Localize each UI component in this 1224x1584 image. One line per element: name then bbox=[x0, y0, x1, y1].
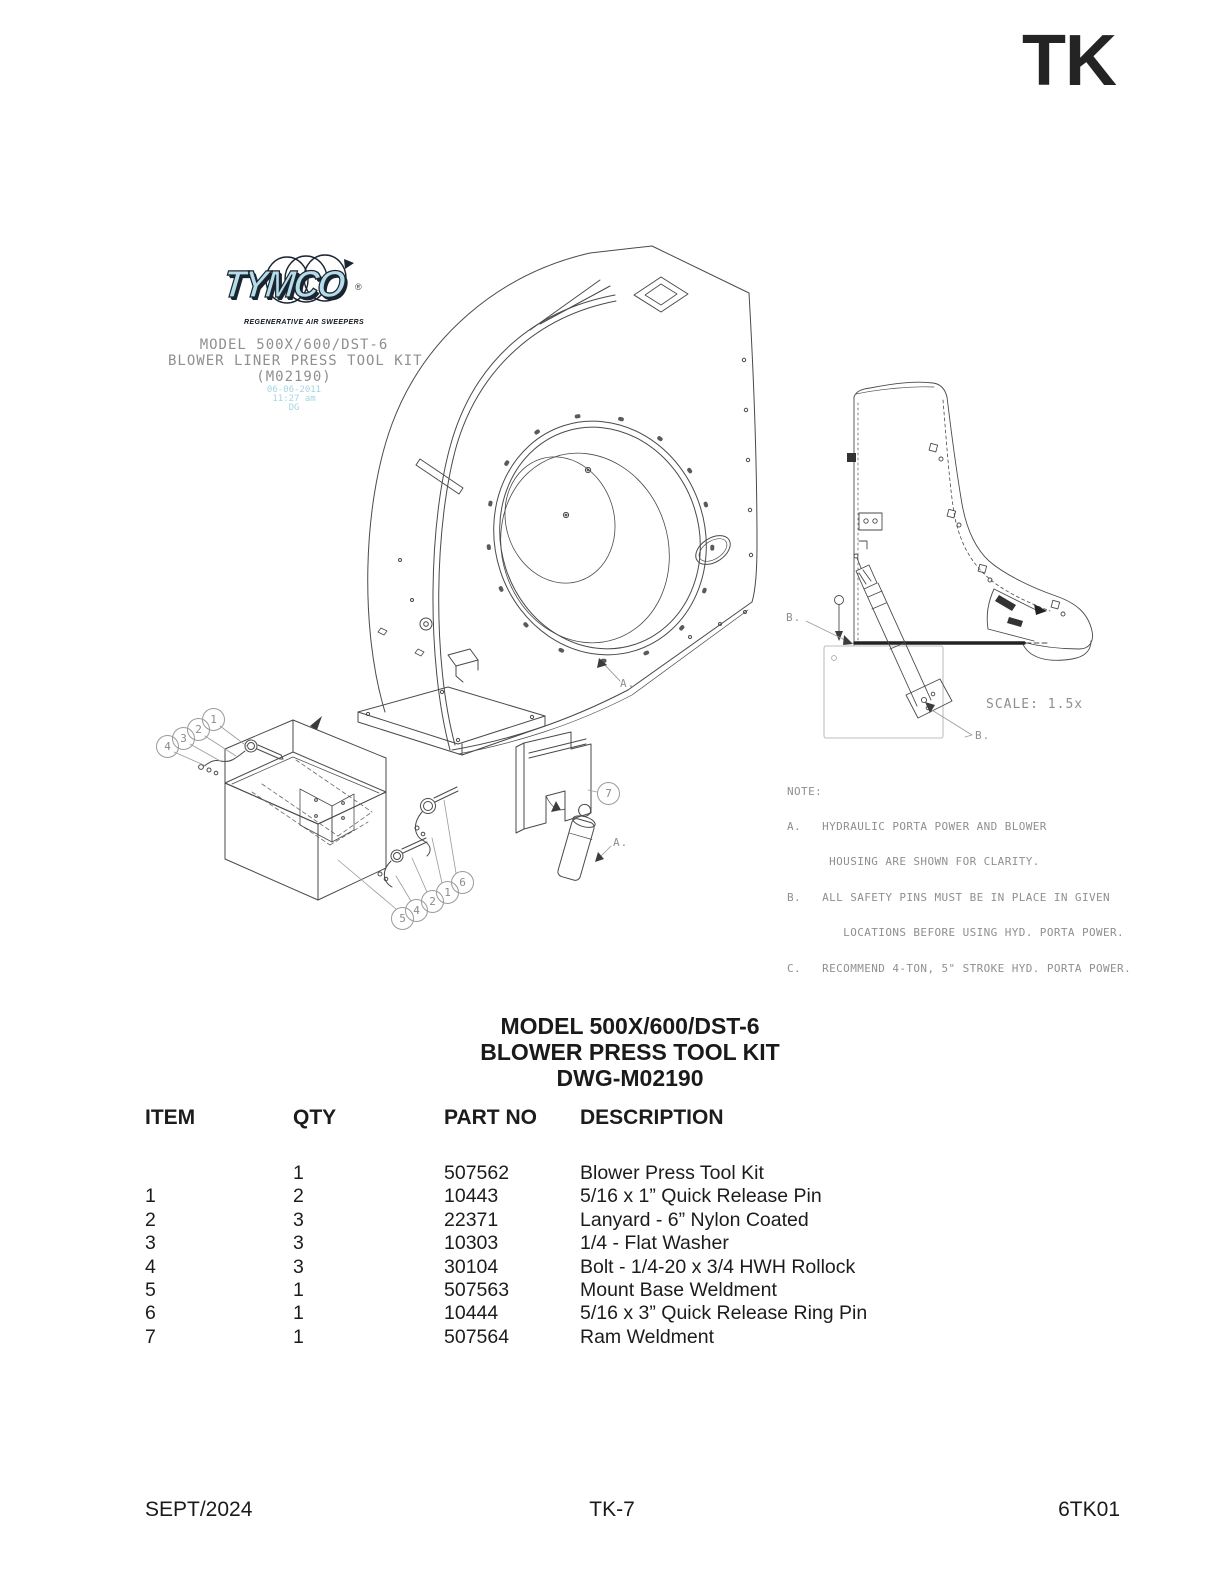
mount-base-drawing bbox=[173, 716, 459, 910]
tymco-logo: TYMCO ® REGENERATIVE AIR SWEEPERS bbox=[221, 250, 368, 334]
label-a-housing: A. bbox=[620, 677, 636, 690]
drawing-stamp: MODEL 500X/600/DST-6 BLOWER LINER PRESS … bbox=[168, 337, 423, 413]
cell-item: 5 bbox=[145, 1279, 156, 1302]
cell-part-no: 507563 bbox=[444, 1279, 510, 1302]
note-line: LOCATIONS BEFORE USING HYD. PORTA POWER. bbox=[787, 926, 1125, 940]
cell-item: 3 bbox=[145, 1232, 156, 1255]
cell-qty: 3 bbox=[293, 1255, 304, 1278]
cell-qty: 1 bbox=[293, 1279, 304, 1302]
cell-part-no: 507564 bbox=[444, 1325, 510, 1348]
table-row: 1 507562 Blower Press Tool Kit bbox=[145, 1162, 1005, 1185]
label-b-bottom: B. bbox=[975, 729, 991, 742]
title-kit: BLOWER PRESS TOOL KIT bbox=[480, 1039, 780, 1065]
note-line: C. RECOMMEND 4-TON, 5" STROKE HYD. PORTA… bbox=[787, 961, 1132, 975]
table-row: 4 3 30104 Bolt - 1/4-20 x 3/4 HWH Rolloc… bbox=[145, 1256, 1005, 1279]
cell-description: Ram Weldment bbox=[580, 1325, 715, 1348]
note-line: HOUSING ARE SHOWN FOR CLARITY. bbox=[787, 855, 1040, 869]
cell-part-no: 10303 bbox=[444, 1232, 499, 1255]
cell-description: Lanyard - 6” Nylon Coated bbox=[580, 1208, 809, 1231]
stamp-time: 11:27 am bbox=[272, 394, 316, 404]
callout-4: 4 bbox=[156, 735, 179, 758]
col-qty: QTY bbox=[293, 1106, 337, 1129]
section-code: TK bbox=[1022, 21, 1117, 101]
cell-part-no: 10444 bbox=[444, 1302, 499, 1325]
cell-part-no: 22371 bbox=[444, 1208, 499, 1231]
parts-table-body: 1 507562 Blower Press Tool Kit 1 2 10443… bbox=[145, 1162, 1005, 1349]
stamp-date: 06-06-2011 bbox=[266, 385, 322, 395]
table-row: 1 2 10443 5/16 x 1” Quick Release Pin bbox=[145, 1185, 1005, 1208]
stamp-model: MODEL 500X/600/DST-6 bbox=[199, 337, 389, 353]
stamp-dwg-number: (M02190) bbox=[256, 369, 332, 385]
table-row: 6 1 10444 5/16 x 3” Quick Release Ring P… bbox=[145, 1302, 1005, 1325]
cell-description: Bolt - 1/4-20 x 3/4 HWH Rollock bbox=[580, 1255, 856, 1278]
parts-table-header: ITEM QTY PART NO DESCRIPTION bbox=[145, 1106, 1005, 1130]
cell-part-no: 10443 bbox=[444, 1185, 499, 1208]
cell-item: 2 bbox=[145, 1208, 156, 1231]
col-part-no: PART NO bbox=[444, 1106, 537, 1129]
title-model: MODEL 500X/600/DST-6 bbox=[500, 1013, 760, 1039]
tymco-wordmark: TYMCO bbox=[221, 263, 346, 306]
cell-qty: 3 bbox=[293, 1208, 304, 1231]
notes-title: NOTE: bbox=[787, 784, 823, 798]
col-description: DESCRIPTION bbox=[580, 1106, 724, 1129]
cell-item: 1 bbox=[145, 1185, 156, 1208]
cell-description: 5/16 x 3” Quick Release Ring Pin bbox=[580, 1302, 868, 1325]
cell-description: 5/16 x 1” Quick Release Pin bbox=[580, 1185, 822, 1208]
cell-part-no: 30104 bbox=[444, 1255, 499, 1278]
parts-table: ITEM QTY PART NO DESCRIPTION 1 507562 Bl… bbox=[145, 1106, 1005, 1349]
cell-qty: 1 bbox=[293, 1162, 304, 1184]
footer-page-number: TK-7 bbox=[589, 1498, 635, 1521]
table-row: 3 3 10303 1/4 - Flat Washer bbox=[145, 1232, 1005, 1255]
cell-qty: 3 bbox=[293, 1232, 304, 1255]
callout-5: 5 bbox=[391, 907, 414, 930]
callout-7: 7 bbox=[597, 782, 620, 805]
blower-housing-drawing bbox=[357, 245, 758, 756]
title-dwg: DWG-M02190 bbox=[556, 1065, 704, 1091]
note-line: A. HYDRAULIC PORTA POWER AND BLOWER bbox=[787, 819, 1047, 833]
cell-part-no: 507562 bbox=[444, 1162, 510, 1184]
stamp-kit-name: BLOWER LINER PRESS TOOL KIT bbox=[168, 353, 423, 369]
cell-description: Blower Press Tool Kit bbox=[580, 1162, 764, 1184]
scale-note: SCALE: 1.5x bbox=[986, 697, 1084, 712]
col-item: ITEM bbox=[145, 1106, 196, 1129]
logo-swirl bbox=[265, 254, 354, 304]
logo-tagline: REGENERATIVE AIR SWEEPERS bbox=[244, 319, 365, 326]
table-row: 7 1 507564 Ram Weldment bbox=[145, 1326, 1005, 1349]
footer-doc-code: 6TK01 bbox=[1058, 1498, 1120, 1521]
footer-date: SEPT/2024 bbox=[145, 1498, 253, 1521]
table-row: 5 1 507563 Mount Base Weldment bbox=[145, 1279, 1005, 1302]
registered-trademark-symbol: ® bbox=[355, 282, 362, 292]
cell-description: Mount Base Weldment bbox=[580, 1279, 777, 1302]
label-a-ram: A. bbox=[613, 836, 629, 849]
cell-item: 7 bbox=[145, 1325, 156, 1348]
note-line: B. ALL SAFETY PINS MUST BE IN PLACE IN G… bbox=[787, 890, 1111, 904]
label-b-top: B. bbox=[786, 611, 802, 624]
cell-item: 6 bbox=[145, 1302, 156, 1325]
title-block: MODEL 500X/600/DST-6 BLOWER PRESS TOOL K… bbox=[330, 1013, 930, 1091]
notes-block: NOTE: A. HYDRAULIC PORTA POWER AND BLOWE… bbox=[787, 762, 1131, 998]
cell-qty: 1 bbox=[293, 1325, 304, 1348]
stamp-initials: DG bbox=[288, 403, 300, 413]
cell-qty: 2 bbox=[293, 1185, 304, 1208]
side-view-drawing bbox=[805, 381, 1093, 739]
ram-weldment-drawing bbox=[515, 731, 612, 881]
cell-description: 1/4 - Flat Washer bbox=[580, 1232, 729, 1255]
table-row: 2 3 22371 Lanyard - 6” Nylon Coated bbox=[145, 1209, 1005, 1232]
cell-qty: 1 bbox=[293, 1302, 304, 1325]
cell-item: 4 bbox=[145, 1255, 156, 1278]
